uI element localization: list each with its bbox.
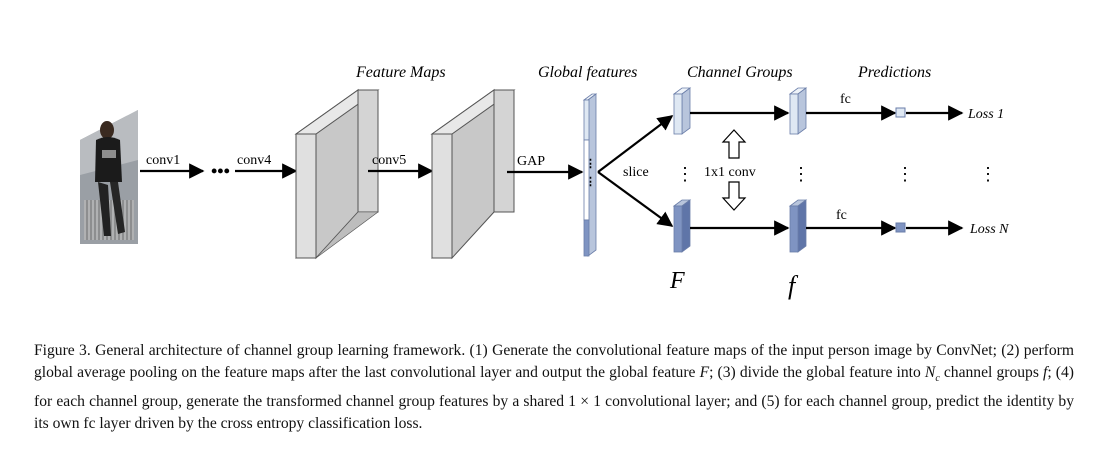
caption-text-1: General architecture of channel group le…: [34, 342, 1074, 382]
hollow-arrow-down-icon: [721, 181, 747, 211]
conv4-label: conv4: [237, 153, 271, 168]
caption-text-3: channel groups: [939, 364, 1044, 382]
symbol-F: F: [669, 268, 685, 294]
prediction-node-top: [895, 107, 906, 118]
header-global-features: Global features: [538, 64, 637, 81]
svg-text:⋮: ⋮: [585, 158, 596, 170]
channel-group-F-bottom: [672, 199, 692, 253]
caption-text-2: ; (3) divide the global feature into: [709, 364, 925, 382]
header-channel-groups: Channel Groups: [687, 64, 793, 81]
vertical-dots-f: ⋮: [792, 164, 810, 184]
vertical-dots-loss: ⋮: [979, 164, 997, 184]
1x1-conv-label: 1x1 conv: [704, 165, 756, 180]
channel-group-f-top: [788, 87, 808, 135]
caption-symbol-f: f: [1043, 364, 1048, 382]
prediction-node-bottom: [895, 222, 906, 233]
fc-label-bottom: fc: [836, 208, 847, 223]
architecture-diagram: Feature Maps Global features Channel Gro…: [80, 64, 1009, 300]
vertical-dots-predictions: ⋮: [896, 164, 914, 184]
conv1-label: conv1: [146, 153, 180, 168]
conv5-label: conv5: [372, 153, 406, 168]
header-feature-maps: Feature Maps: [355, 64, 446, 81]
header-predictions: Predictions: [857, 64, 931, 81]
gap-label: GAP: [517, 154, 545, 169]
fc-label-top: fc: [840, 92, 851, 107]
symbol-f: f: [788, 271, 799, 300]
vertical-dots-F: ⋮: [676, 164, 694, 184]
caption-figure-label: Figure 3.: [34, 342, 91, 359]
loss-n-label: Loss N: [969, 222, 1009, 237]
global-feature-vector: ⋮ ⋮: [582, 93, 598, 257]
slice-arrow-top: [597, 115, 674, 173]
ellipsis-dots: •••: [211, 161, 230, 181]
feature-map-block-1: [294, 88, 380, 260]
caption-text-4: ; (4) for each channel group, generate t…: [34, 364, 1074, 433]
slice-label: slice: [623, 165, 649, 180]
feature-map-block-2: [430, 88, 516, 260]
svg-text:⋮: ⋮: [585, 176, 596, 188]
figure-caption: Figure 3. General architecture of channe…: [34, 340, 1074, 436]
caption-symbol-Nc: Nc: [924, 364, 940, 385]
channel-group-f-bottom: [788, 199, 808, 253]
channel-group-F-top: [672, 87, 692, 135]
caption-symbol-F: F: [699, 364, 710, 382]
loss-1-label: Loss 1: [967, 107, 1004, 122]
input-person-image: [80, 110, 138, 244]
hollow-arrow-up-icon: [721, 129, 747, 159]
slice-arrow-bottom: [597, 171, 674, 227]
